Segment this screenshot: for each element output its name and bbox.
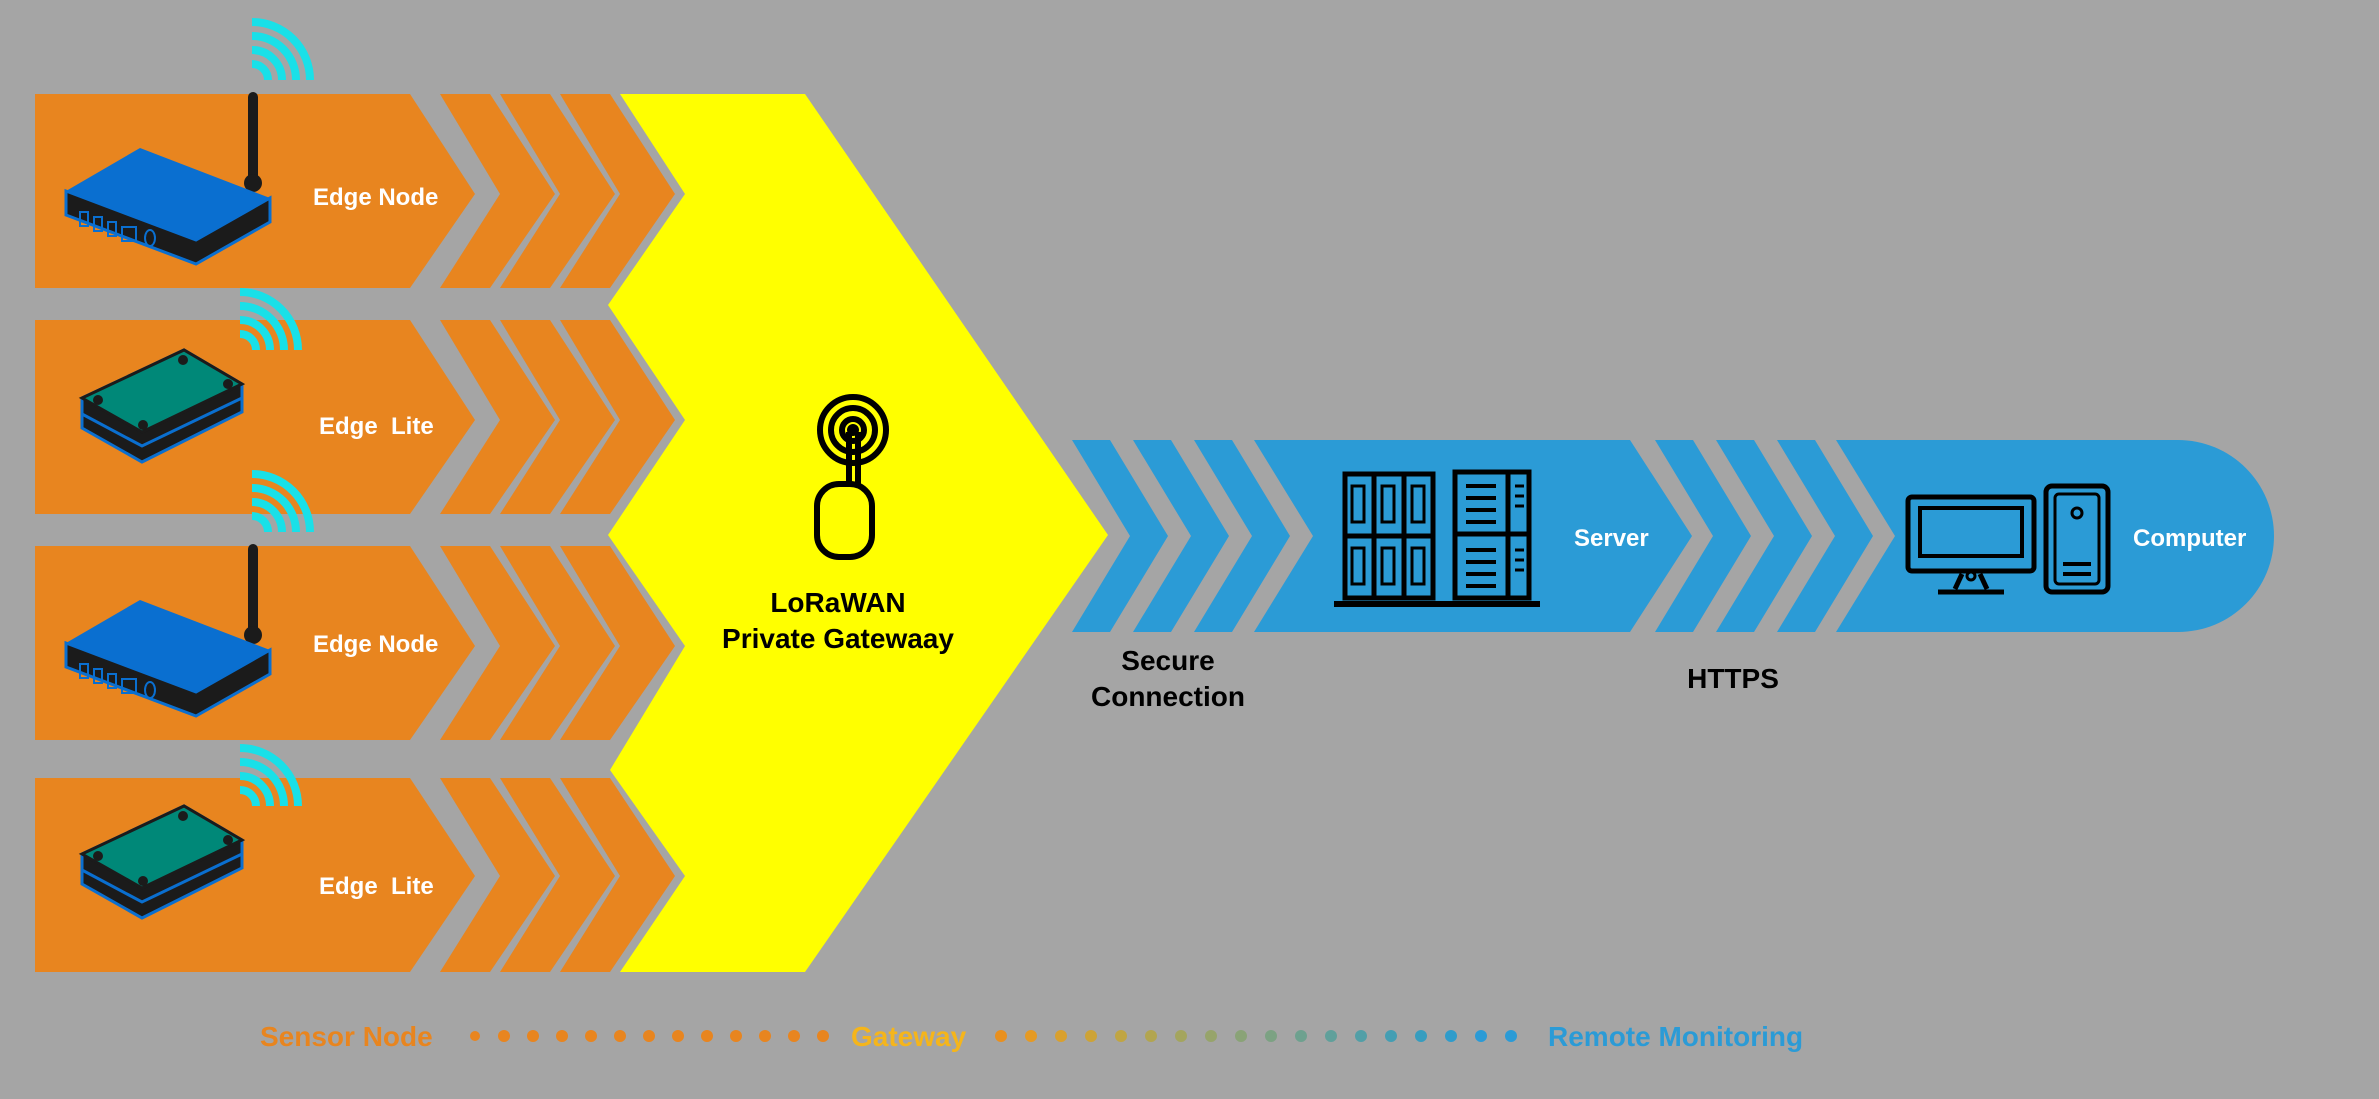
secure-connection-label-line2: Connection [1091, 681, 1245, 712]
chevron [440, 778, 555, 972]
chevron [1194, 440, 1290, 632]
chevron [1777, 440, 1873, 632]
sensor-node-row: Edge Node [35, 474, 675, 740]
sensor-node-row: Edge Lite [35, 748, 675, 972]
sensor-node-row: Edge Lite [35, 292, 675, 514]
chevron [560, 320, 675, 514]
https-label: HTTPS [1687, 663, 1779, 694]
computer-label: Computer [2133, 525, 2246, 552]
edge-device-label: Edge Lite [319, 873, 434, 900]
chevron [500, 778, 615, 972]
chevron [440, 94, 555, 288]
secure-connection-label: Secure [1121, 645, 1214, 676]
edge-device-label: Edge Node [313, 184, 438, 211]
chevron [440, 546, 555, 740]
chevron [500, 94, 615, 288]
chevron [1716, 440, 1812, 632]
legend: Sensor Node Gateway [260, 1021, 1803, 1052]
chevron [500, 320, 615, 514]
server-rack-icon [1334, 469, 1540, 607]
edge-device-label: Edge Lite [319, 413, 434, 440]
legend-remote-monitoring: Remote Monitoring [1548, 1021, 1803, 1052]
gateway-subtitle: Private Gatewaay [722, 623, 954, 654]
server-label: Server [1574, 525, 1649, 552]
chevron [1133, 440, 1229, 632]
chevron [560, 778, 675, 972]
legend-sensor-node: Sensor Node [260, 1021, 433, 1052]
https-chevrons [1655, 440, 1873, 632]
chevron [500, 546, 615, 740]
sensor-node-row: Edge Node [35, 22, 675, 288]
gateway-antenna-icon [814, 394, 889, 560]
legend-dots-left [470, 1030, 829, 1042]
legend-dots-right [995, 1030, 1517, 1042]
chevron [560, 94, 675, 288]
desktop-computer-icon [1905, 483, 2111, 595]
gateway-chevron [608, 94, 1108, 972]
secure-connection-chevrons [1072, 440, 1290, 632]
legend-gateway: Gateway [851, 1021, 967, 1052]
chevron [1072, 440, 1168, 632]
gateway-title: LoRaWAN [770, 587, 905, 618]
edge-device-label: Edge Node [313, 631, 438, 658]
chevron [1655, 440, 1751, 632]
chevron [440, 320, 555, 514]
chevron [560, 546, 675, 740]
